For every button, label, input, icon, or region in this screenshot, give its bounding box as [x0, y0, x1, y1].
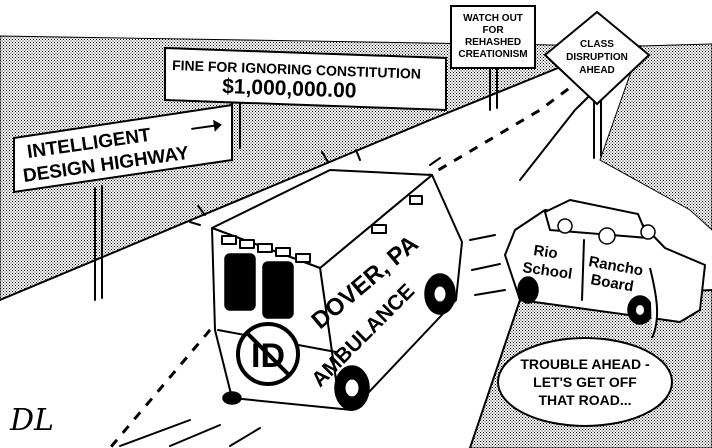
- school-board-car: Rio School Rancho Board: [469, 199, 706, 325]
- ambulance: ID DOVER, PA AMBULANCE: [119, 149, 463, 447]
- car-wheel-rear: [517, 276, 539, 304]
- watch-out-line1: WATCH OUT: [463, 13, 523, 24]
- watch-out-line3: REHASHED: [465, 37, 521, 48]
- watch-out-sign: WATCH OUT FOR REHASHED CREATIONISM: [450, 5, 536, 111]
- fine-line2: $1,000,000.00: [222, 75, 357, 103]
- ambulance-wheel-back-left: [222, 391, 242, 405]
- class-disruption-line2: DISRUPTION: [566, 52, 628, 63]
- speech-line2: LET'S GET OFF: [533, 374, 637, 390]
- passenger-head-3: [640, 224, 656, 240]
- speech-line3: THAT ROAD...: [538, 392, 631, 408]
- car-door1-line1: Rio: [532, 242, 558, 262]
- passenger-head-2: [598, 227, 616, 245]
- class-disruption-sign: CLASS DISRUPTION AHEAD: [543, 10, 651, 159]
- passenger-head-1: [557, 218, 573, 234]
- roof-lights: [221, 195, 423, 263]
- class-disruption-line3: AHEAD: [579, 65, 615, 76]
- class-disruption-line1: CLASS: [580, 39, 614, 50]
- back-window-left: [224, 253, 256, 311]
- road-edge-left: [0, 45, 613, 301]
- speech-line1: TROUBLE AHEAD -: [520, 356, 650, 372]
- signature: DL: [9, 403, 54, 438]
- fine-sign: FINE FOR IGNORING CONSTITUTION $1,000,00…: [164, 46, 447, 151]
- speech-bubble: TROUBLE AHEAD - LET'S GET OFF THAT ROAD.…: [497, 267, 673, 427]
- watch-out-line2: FOR: [482, 25, 504, 36]
- watch-out-line4: CREATIONISM: [458, 49, 527, 60]
- no-id-prohibition-icon: ID: [236, 322, 300, 386]
- back-window-right: [262, 261, 294, 319]
- right-arrow-icon: [191, 119, 222, 132]
- right-field: [599, 43, 712, 231]
- car-door1-line2: School: [521, 259, 573, 283]
